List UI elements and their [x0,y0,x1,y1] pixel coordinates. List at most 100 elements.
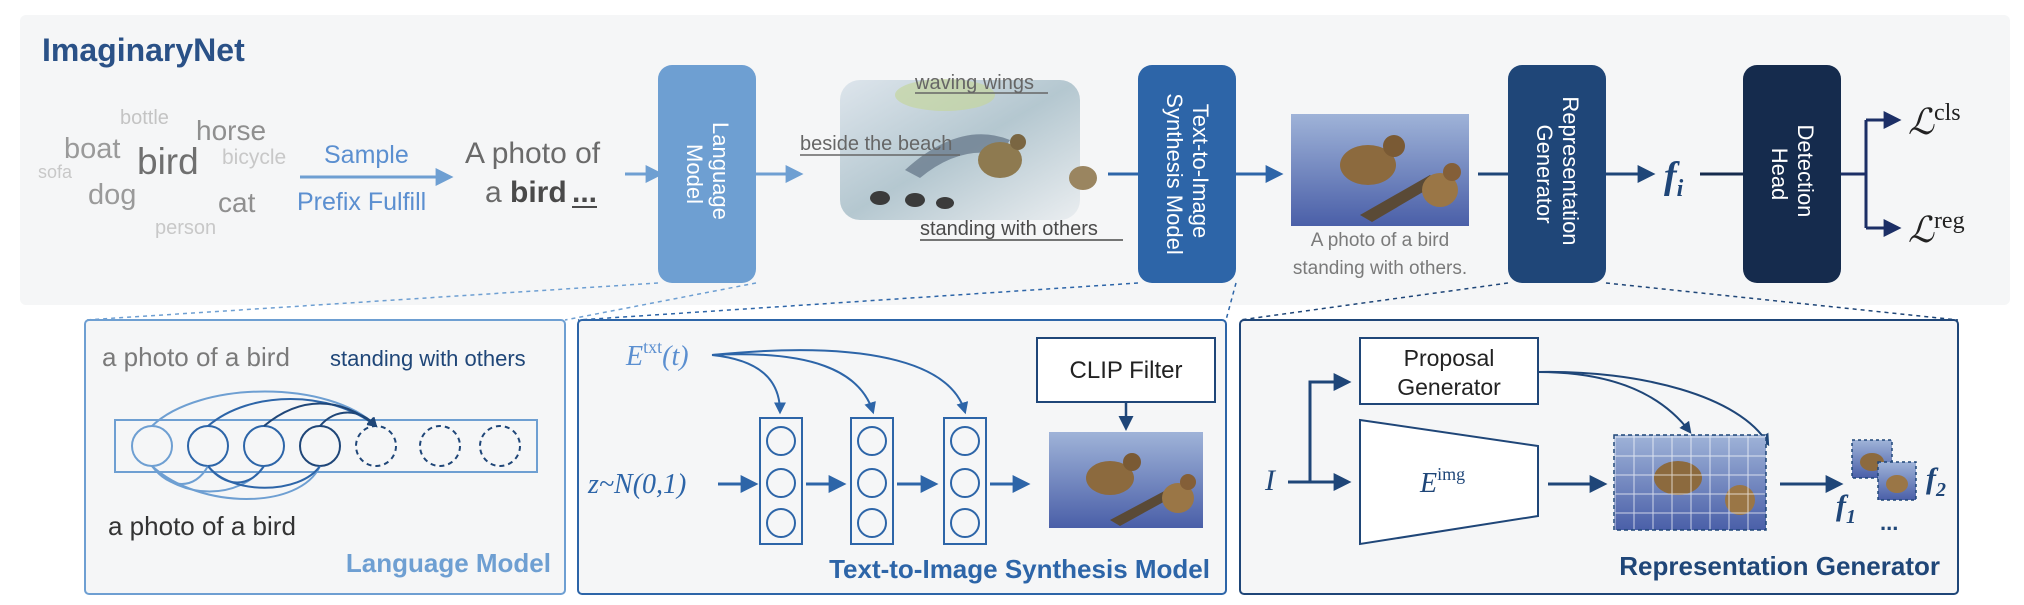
prefix-fulfill-label: Prefix Fulfill [297,188,426,216]
detection-head-block [1743,65,1841,283]
layer-1-unit-2 [766,468,796,498]
layer-3-unit-3 [950,508,980,538]
input-image-symbol: I [1264,464,1277,497]
token-7 [479,425,521,467]
output-image-bird-1 [1086,461,1134,495]
prompt-word-a: a [485,176,502,209]
layer-1-unit-3 [766,508,796,538]
layer-1-box [759,417,803,545]
zoom-connectors [84,282,1959,321]
proposal-generator-label-1: Proposal [1404,345,1495,371]
text-conditioning-arrows [711,349,969,415]
feature-map-border [1613,434,1767,531]
output-image-bird-2 [1162,483,1194,513]
lm-panel-label: Language Model [346,548,551,578]
rg-panel-label: Representation Generator [1619,551,1940,581]
lm-top-text: a photo of a bird [102,342,290,372]
word-boat: boat [64,133,120,165]
t2i-output-image [1049,432,1203,528]
unet-layer-1 [759,417,803,545]
beach-bird-2 [905,193,925,207]
bird-image-bird-1 [1340,145,1396,185]
bird-image-bird-2-head [1443,163,1461,181]
word-dog: dog [88,179,136,211]
word-sofa: sofa [38,162,73,182]
feature-map-grid-lines [1614,435,1766,530]
arc-top-4 [319,411,378,428]
unet-layer-2 [850,417,894,545]
word-bird: bird [137,141,199,182]
word-bottle: bottle [120,107,169,129]
image-encoder-trapezoid [1359,418,1539,546]
layer-3-unit-2 [950,468,980,498]
proposal-generator-label-2: Generator [1397,374,1501,400]
more-features-ellipsis: ... [1880,510,1898,535]
prompt-word-bird: bird [510,176,567,209]
t2i-block-label: Text-to-Image Synthesis Model [1162,93,1213,254]
feature-fi: fi [1664,155,1684,202]
output-image-bird-2-head [1180,474,1196,490]
layer-2-box [850,417,894,545]
arc-bottom-2 [151,465,321,500]
rg-zoom-right [1605,282,1959,321]
phrase-image-collage [840,79,1097,220]
phrase-standing-with-others: standing with others [920,218,1098,240]
clip-filter-label: CLIP Filter [1070,357,1183,384]
diagram-title: ImaginaryNet [42,32,245,68]
unet-layer-3 [943,417,987,545]
roi-crop-2-bird [1886,475,1908,493]
lm-bottom-text: a photo of a bird [108,511,296,541]
lm-top-bold-text: standing with others [330,346,526,371]
language-model-panel [84,319,566,595]
layer-2-unit-3 [857,508,887,538]
t2i-zoom-right [1225,282,1237,321]
word-horse: horse [196,115,266,146]
z-noise-label: z~N(0,1) [587,469,686,500]
phrase-waving-wings: waving wings [914,72,1034,94]
f2-label: f2 [1926,462,1946,501]
prompt-line-1: A photo of [465,137,601,170]
collage-foliage [895,79,995,111]
waving-bird-wings [905,134,1010,178]
t2i-panel-label: Text-to-Image Synthesis Model [829,554,1210,584]
rg-zoom-left [1239,282,1509,321]
token-6 [419,425,461,467]
layer-1-unit-1 [766,426,796,456]
attention-arcs-bottom [151,465,321,500]
word-cat: cat [218,187,256,218]
caption-line-2: standing with others. [1293,258,1467,279]
layer-2-unit-2 [857,468,887,498]
language-model-block-label: Language Model [682,122,733,226]
output-image-bird-1-head [1123,453,1141,471]
detection-head-label: Detection Head [1767,124,1818,223]
representation-generator-block [1508,65,1606,283]
sample-label: Sample [324,141,409,169]
feature-map-grid [1613,434,1767,531]
roi-feature-crops [1851,439,1917,501]
f1-label: f1 [1836,489,1856,528]
cond-arrow-1 [711,354,786,415]
generated-bird-image [1291,114,1469,226]
beach-bird-1 [870,191,890,205]
collage-bird-body [978,142,1022,178]
proposal-generator-box [1359,337,1539,405]
arc-bottom-5 [207,465,265,484]
etxt-label: Etxt(t) [625,337,689,372]
loss-branch [1841,111,1902,237]
output-image-branch [1110,488,1178,526]
t2i-synthesis-block [1138,65,1236,283]
proposal-arrow-2 [1537,370,1770,447]
bird-image-bird-1-head [1383,135,1405,157]
collage-bird-head [1010,134,1026,150]
lm-zoom-right [564,282,757,321]
word-person: person [155,217,216,239]
loss-cls: ℒcls [1908,100,1961,142]
rg-block-label: Representation Generator [1532,96,1583,251]
layer-3-box [943,417,987,545]
attention-arcs-top [151,390,378,428]
word-bicycle: bicycle [222,146,286,169]
beach-bird-3 [936,197,954,209]
prompt-ellipsis: ... [572,176,597,209]
loss-reg: ℒreg [1908,208,1965,250]
arc-bottom-4 [151,465,209,485]
